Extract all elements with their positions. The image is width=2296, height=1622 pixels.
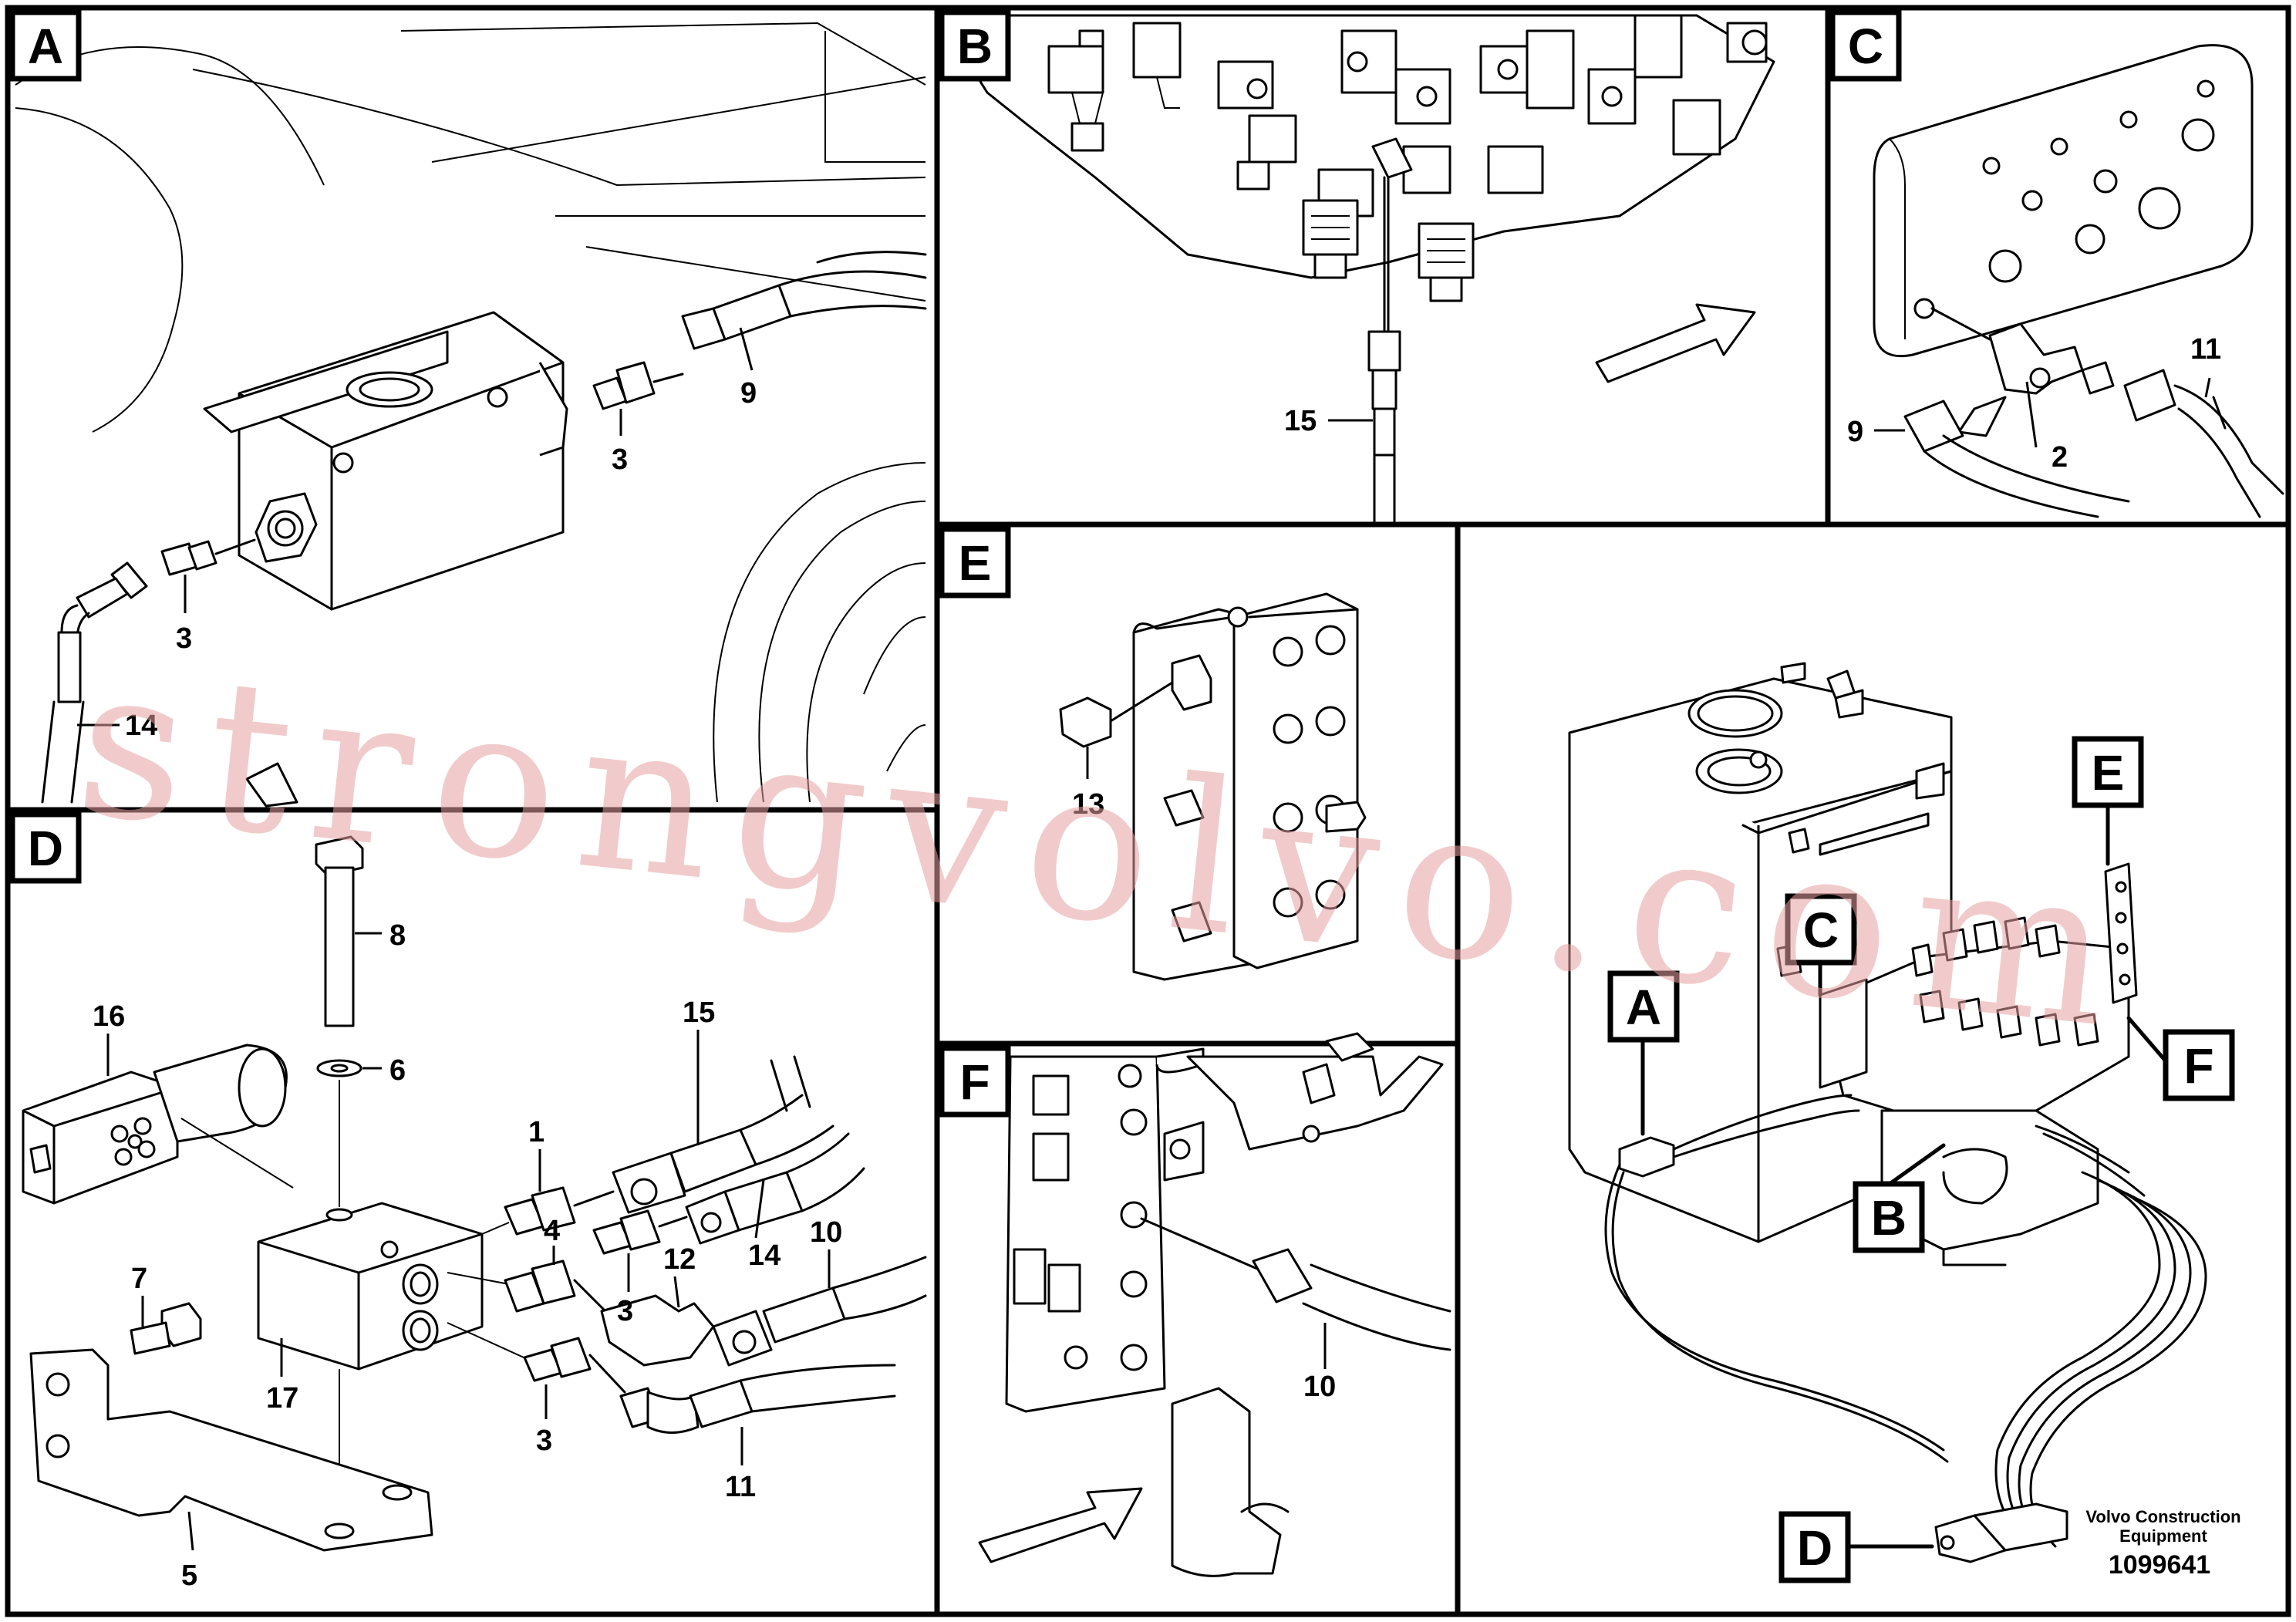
overview-label-a: A xyxy=(1626,980,1661,1035)
callout-d-4: 4 xyxy=(544,1215,560,1247)
brand-line-1: Volvo Construction xyxy=(2085,1507,2240,1526)
overview-label-f: F xyxy=(2183,1038,2213,1094)
callout-f-10: 10 xyxy=(1303,1371,1336,1403)
overview-label-c: C xyxy=(1803,902,1839,958)
callout-a-3-bottom: 3 xyxy=(176,622,192,655)
overview-label-b: B xyxy=(1871,1190,1907,1246)
overview-labels: A C E F B D xyxy=(1607,736,2235,1583)
panel-label-b: B xyxy=(957,19,993,74)
panel-label-f: F xyxy=(959,1054,990,1110)
callout-d-15: 15 xyxy=(683,996,715,1029)
callout-c-9: 9 xyxy=(1847,416,1863,448)
panel-b-drawing xyxy=(947,14,1775,526)
panel-labels: A B C E F D xyxy=(9,9,1902,1118)
callout-d-1: 1 xyxy=(528,1116,544,1148)
panel-label-c: C xyxy=(1848,19,1883,74)
panel-b-callouts: 15 xyxy=(1284,405,1317,437)
panel-e-callouts: 13 xyxy=(1072,788,1104,821)
overview-frame xyxy=(1455,521,2291,1617)
callout-d-12: 12 xyxy=(663,1243,696,1276)
panel-e-drawing xyxy=(1059,592,1367,981)
callout-d-8: 8 xyxy=(389,919,406,952)
overview-label-e: E xyxy=(2092,745,2125,801)
brand-line-2: Equipment xyxy=(2119,1526,2207,1546)
panel-d-drawing xyxy=(22,835,927,1552)
callout-b-15: 15 xyxy=(1284,405,1317,437)
callout-d-3-lower: 3 xyxy=(536,1425,552,1457)
panel-a-callouts: 9 3 3 14 xyxy=(125,377,757,742)
callout-a-9: 9 xyxy=(740,377,757,410)
callout-c-11: 11 xyxy=(2190,333,2221,366)
callout-d-17: 17 xyxy=(266,1382,298,1415)
panel-f-callouts: 10 xyxy=(1303,1371,1336,1403)
callout-d-16: 16 xyxy=(93,1000,125,1033)
callout-d-14: 14 xyxy=(748,1239,781,1272)
panel-d-frame xyxy=(5,807,940,1617)
panel-d-callouts: 8 6 16 1 15 14 3 4 12 10 7 17 3 11 5 xyxy=(93,919,842,1592)
callout-d-5: 5 xyxy=(181,1560,197,1592)
panel-label-e: E xyxy=(959,535,992,591)
callout-d-3-upper: 3 xyxy=(617,1295,633,1327)
panel-label-d: D xyxy=(28,821,63,876)
panel-c-callouts: 11 9 2 xyxy=(1847,333,2221,474)
brand-block: Volvo Construction Equipment 1099641 xyxy=(2085,1507,2240,1580)
reference-number: 1099641 xyxy=(2109,1550,2210,1580)
panel-a-drawing xyxy=(15,22,927,808)
callout-a-14: 14 xyxy=(125,710,157,742)
panel-frames xyxy=(5,5,2291,1617)
callout-e-13: 13 xyxy=(1072,788,1104,821)
overview-label-d: D xyxy=(1797,1520,1832,1576)
callout-d-6: 6 xyxy=(389,1054,406,1087)
callout-a-3-top: 3 xyxy=(612,443,628,476)
panel-f-drawing xyxy=(978,1032,1451,1577)
callout-d-11: 11 xyxy=(725,1471,756,1503)
callout-c-2: 2 xyxy=(2052,441,2068,474)
callout-d-10: 10 xyxy=(810,1216,842,1249)
callout-d-7: 7 xyxy=(131,1263,147,1295)
panel-label-a: A xyxy=(28,19,63,74)
panel-c-drawing xyxy=(1873,44,2284,518)
